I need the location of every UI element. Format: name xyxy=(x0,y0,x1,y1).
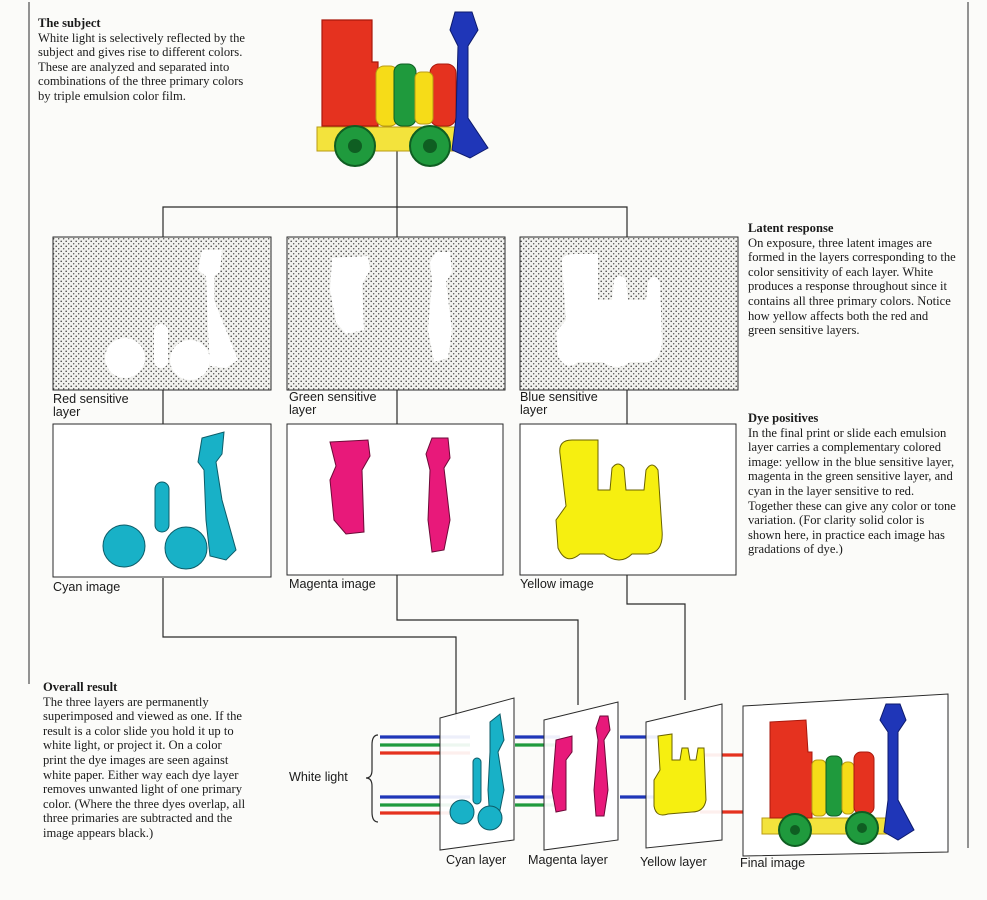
latent-response-body: On exposure, three latent images are for… xyxy=(748,235,956,338)
panel-green-sensitive xyxy=(286,236,506,391)
toy-train-subject xyxy=(316,11,489,167)
red-sensitive-layer-label: Red sensitive layer xyxy=(53,392,129,419)
subject-body: White light is selectively reflected by … xyxy=(38,30,246,103)
yellow-layer-sheet xyxy=(645,703,723,849)
yellow-image-label: Yellow image xyxy=(520,577,594,591)
overall-result-body: The three layers are permanently superim… xyxy=(43,694,246,840)
yellow-layer-label: Yellow layer xyxy=(640,855,707,869)
panel-red-sensitive xyxy=(52,236,272,391)
white-light-brackets xyxy=(365,734,379,823)
page-rules xyxy=(28,2,969,848)
overall-result-text-block: Overall result The three layers are perm… xyxy=(43,680,248,841)
latent-response-heading: Latent response xyxy=(748,221,834,235)
latent-response-text-block: Latent response On exposure, three laten… xyxy=(748,221,958,338)
final-image-label: Final image xyxy=(740,856,806,870)
magenta-image-label: Magenta image xyxy=(289,577,376,591)
panel-blue-sensitive xyxy=(519,236,739,391)
blue-sensitive-layer-label: Blue sensitive layer xyxy=(520,390,598,417)
subject-text-block: The subject White light is selectively r… xyxy=(38,16,253,104)
overall-result-heading: Overall result xyxy=(43,680,118,694)
panel-yellow-image xyxy=(519,423,737,576)
subject-heading: The subject xyxy=(38,16,101,30)
white-light-label: White light xyxy=(289,770,348,784)
magenta-layer-label: Magenta layer xyxy=(528,853,608,867)
cyan-layer-label: Cyan layer xyxy=(446,853,507,867)
dye-positives-text-block: Dye positives In the final print or slid… xyxy=(748,411,958,557)
cyan-layer-sheet xyxy=(439,697,515,851)
final-image-panel xyxy=(742,693,949,857)
magenta-layer-sheet xyxy=(543,701,619,851)
green-sensitive-layer-label: Green sensitive layer xyxy=(289,390,377,417)
cyan-image-label: Cyan image xyxy=(53,580,121,594)
panel-cyan-image xyxy=(52,423,272,578)
panel-magenta-image xyxy=(286,423,504,576)
dye-positives-body: In the final print or slide each emulsio… xyxy=(748,425,956,557)
connector-lines xyxy=(162,150,686,720)
dye-positives-heading: Dye positives xyxy=(748,411,819,425)
